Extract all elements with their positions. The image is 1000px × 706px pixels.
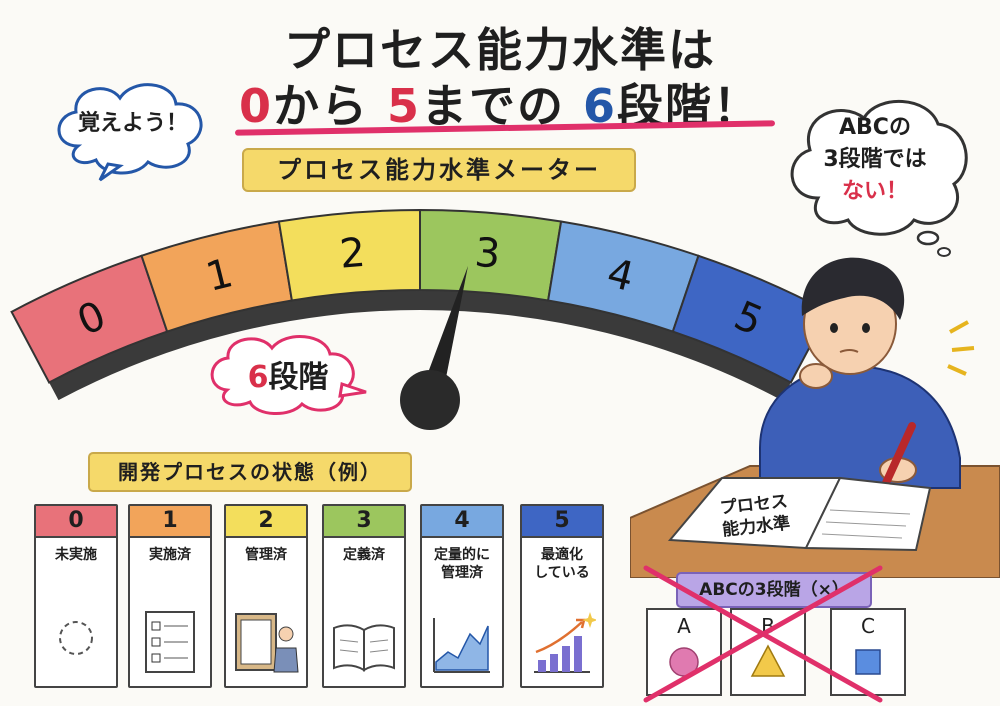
bar-chart-up-icon: [534, 612, 596, 673]
meter-segment-5: [671, 254, 830, 384]
boy-studying-illustration: [630, 257, 1000, 578]
cross-mark-icon: [643, 565, 883, 703]
six-levels-bubble: [210, 335, 367, 416]
not-abc-bubble-text: ABCの 3段階では ない！: [800, 112, 950, 208]
remember-text: 覚えよう！: [77, 111, 188, 136]
status-card-4: 4 定量的に 管理済: [420, 504, 504, 688]
title-kara: から: [272, 79, 369, 133]
meter-needle-hub: [400, 370, 460, 430]
status-card-text: 定量的に 管理済: [434, 547, 490, 581]
meter-segment-label-2: 2: [338, 230, 367, 278]
bubble-right-line2: 3段階では: [823, 147, 927, 172]
status-card-2: 2 管理済: [224, 504, 308, 688]
status-card-text: 最適化 している: [534, 547, 590, 581]
six-levels-text: 6段階: [218, 352, 358, 396]
line-chart-icon: [433, 618, 490, 673]
checklist-icon: [145, 611, 195, 673]
square-icon: [855, 649, 881, 675]
status-card-level: 0: [36, 506, 116, 538]
triangle-icon: [750, 644, 786, 677]
status-label: 開発プロセスの状態（例）: [88, 452, 412, 492]
title-line-1: プロセス能力水準は: [284, 23, 716, 77]
status-card-0: 0 未実施: [34, 504, 118, 688]
status-card-text: 定義済: [343, 547, 385, 563]
cloud-bubble-left: [57, 83, 203, 182]
status-card-level: 4: [422, 506, 502, 538]
meter-base: [49, 290, 791, 401]
clipboard-person-icon: [235, 613, 299, 673]
meter-needle: [420, 266, 468, 398]
dashed-circle-icon: [59, 621, 93, 655]
title-five: 5: [386, 79, 421, 133]
meter-segment-label-3: 3: [473, 230, 502, 278]
status-card-3: 3 定義済: [322, 504, 406, 688]
status-card-5: 5 最適化 している: [520, 504, 604, 688]
open-book-icon: [333, 624, 395, 672]
status-card-level: 1: [130, 506, 210, 538]
six-levels-num: 6: [247, 360, 269, 395]
status-card-level: 2: [226, 506, 306, 538]
bubble-right-line3: ない！: [841, 179, 908, 204]
abc-letter: C: [861, 614, 875, 638]
status-card-1: 1 実施済: [128, 504, 212, 688]
meter-label: プロセス能力水準メーター: [242, 148, 636, 192]
status-card-text: 管理済: [245, 547, 287, 563]
bubble-right-line1: ABCの: [839, 115, 911, 140]
thought-bubble-right: [790, 99, 968, 257]
status-card-text: 実施済: [149, 547, 191, 563]
abc-letter: A: [677, 614, 691, 638]
status-card-level: 3: [324, 506, 404, 538]
six-levels-label: 段階: [268, 360, 329, 395]
status-card-level: 5: [522, 506, 602, 538]
title-zero: 0: [238, 79, 273, 133]
status-card-text: 未実施: [55, 547, 97, 563]
